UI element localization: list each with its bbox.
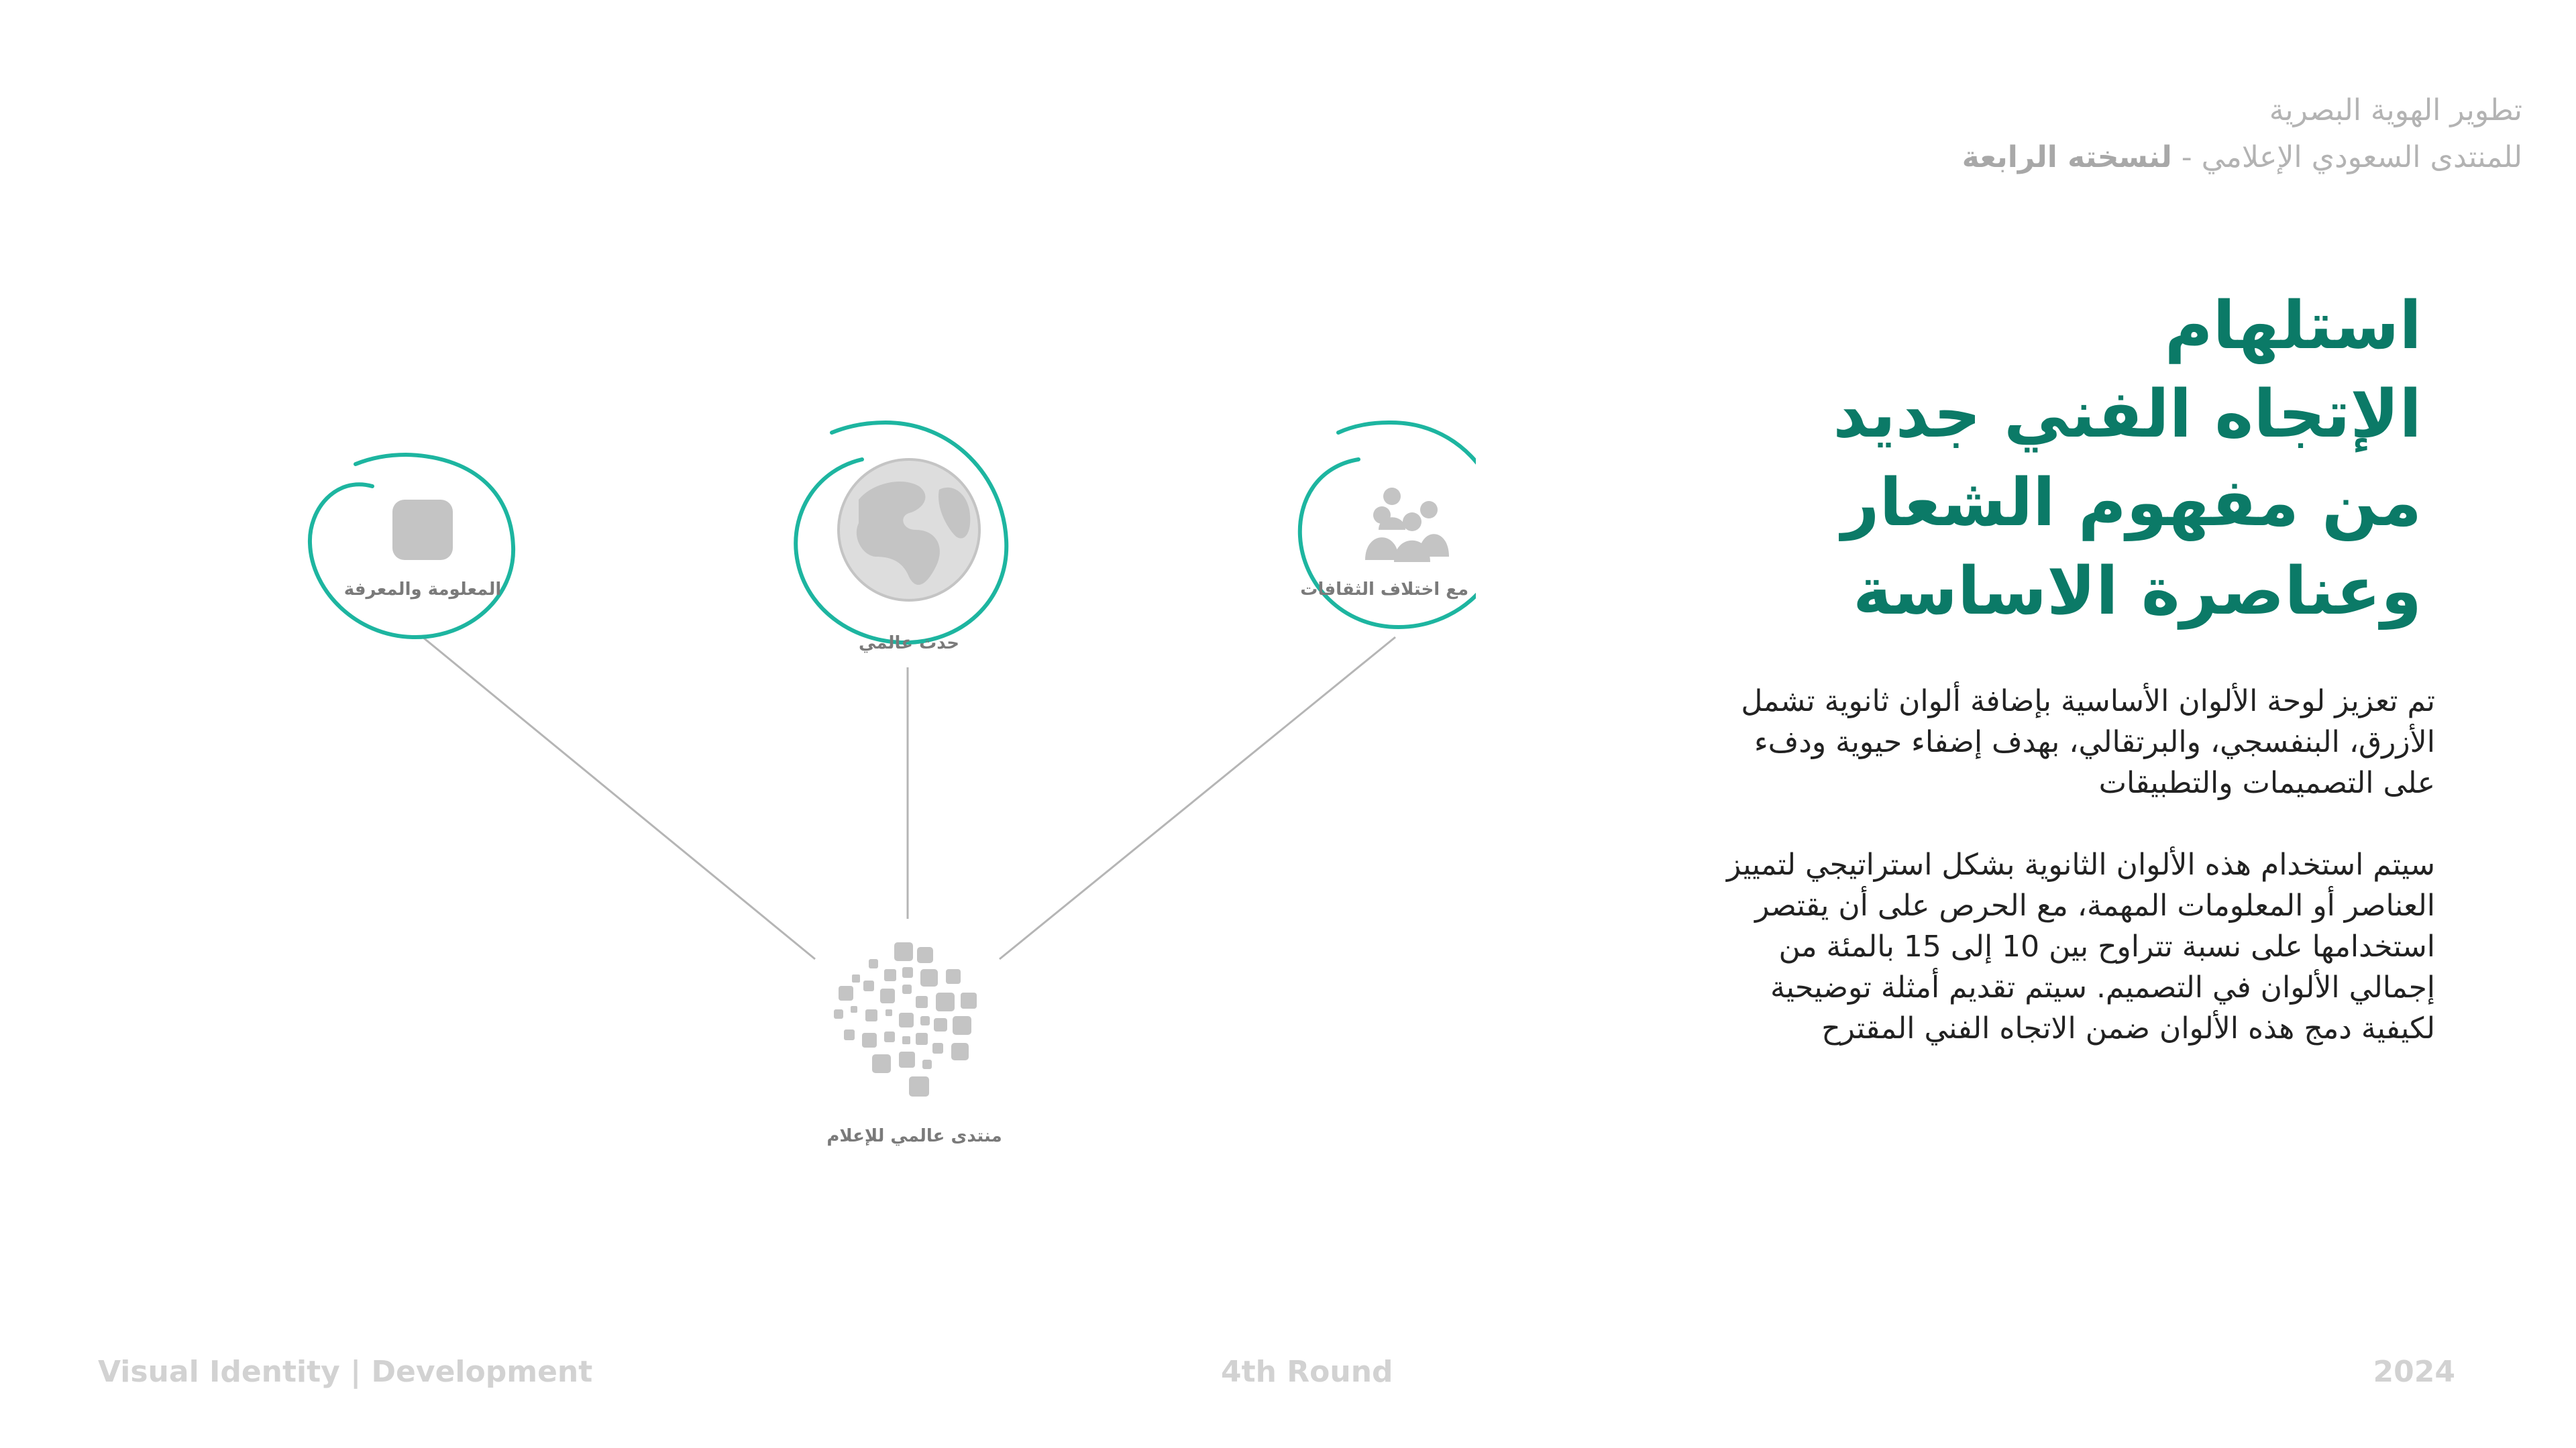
heading-line-2: الإتجاه الفني جديد — [1833, 376, 2422, 453]
section-heading: استلهام الإتجاه الفني جديد من مفهوم الشع… — [1617, 282, 2422, 636]
connector-line-right — [999, 636, 1396, 960]
body-paragraph-1: تم تعزيز لوحة الألوان الأساسية بإضافة أل… — [1741, 684, 2435, 800]
header-subtitle: للمنتدى السعودي الإعلامي - لنسخته الرابع… — [1583, 134, 2522, 181]
node-global-event-ring — [794, 420, 1009, 645]
globe-continents-icon — [856, 481, 971, 585]
body-paragraph-2: سيتم استخدام هذه الألوان الثانوية بشكل ا… — [1727, 848, 2435, 1046]
document-header: تطوير الهوية البصرية للمنتدى السعودي الإ… — [1583, 87, 2522, 181]
node-knowledge: المعلومة والمعرفة — [307, 452, 516, 640]
heading-line-3: من مفهوم الشعار — [1841, 465, 2422, 541]
node-global-event-label: حدث عالمي — [859, 633, 959, 653]
pixel-logo-icon — [834, 942, 977, 1097]
node-cultures: تجمع مع اختلاف الثقافات — [1297, 420, 1476, 630]
header-title: تطوير الهوية البصرية — [2269, 93, 2522, 127]
body-text: تم تعزيز لوحة الألوان الأساسية بإضافة أل… — [1697, 681, 2435, 1090]
header-subtitle-edition: لنسخته الرابعة — [1962, 140, 2172, 174]
footer-round-label: 4th Round — [1221, 1355, 1393, 1389]
node-global-event: حدث عالمي — [794, 420, 1009, 653]
heading-line-1: استلهام — [2164, 288, 2422, 364]
node-forum: منتدى عالمي للإعلام — [826, 942, 1002, 1146]
heading-line-4: وعناصرة الاساسة — [1853, 553, 2422, 630]
footer-project-label: Visual Identity | Development — [98, 1355, 593, 1389]
node-cultures-label: تجمع مع اختلاف الثقافات — [1300, 579, 1476, 600]
concept-diagram: المعلومة والمعرفة حدث عالمي تجمع مع اختل… — [307, 420, 1476, 1146]
node-forum-label: منتدى عالمي للإعلام — [826, 1126, 1002, 1146]
info-square-icon — [392, 500, 453, 560]
node-knowledge-ring — [307, 452, 516, 640]
people-group-icon — [1365, 488, 1449, 562]
node-cultures-ring — [1297, 420, 1476, 630]
node-knowledge-label: المعلومة والمعرفة — [344, 579, 502, 600]
connector-line-left — [422, 636, 816, 960]
header-subtitle-text: للمنتدى السعودي الإعلامي - — [2171, 140, 2522, 174]
footer-year: 2024 — [2373, 1355, 2455, 1389]
